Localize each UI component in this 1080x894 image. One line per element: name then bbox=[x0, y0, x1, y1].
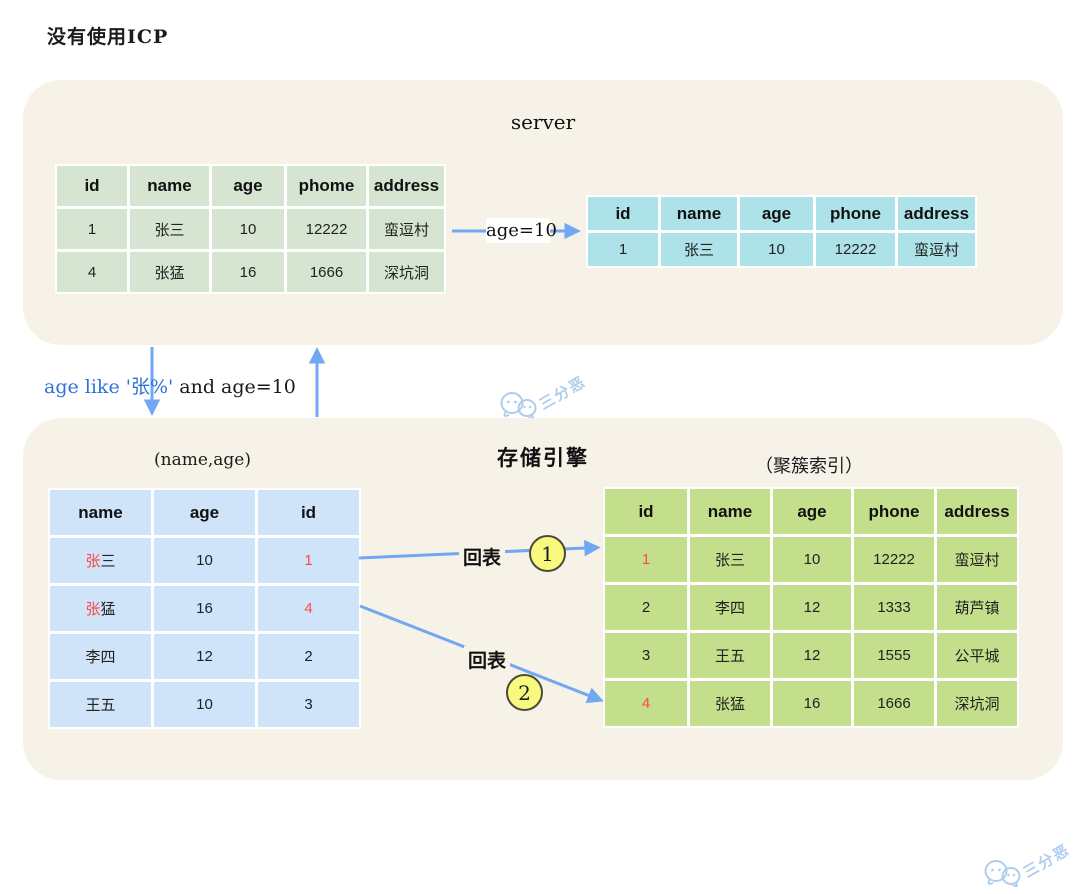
table-cell: 深坑洞 bbox=[369, 252, 444, 292]
table-cell: 葫芦镇 bbox=[937, 585, 1017, 630]
table-cell: 1 bbox=[57, 209, 127, 249]
table-cell: 张三 bbox=[690, 537, 770, 582]
column-header: name bbox=[130, 166, 209, 206]
table-cell: 公平城 bbox=[937, 633, 1017, 678]
table-cell: 张猛 bbox=[50, 586, 151, 631]
wechat-icon bbox=[984, 860, 1021, 888]
clustered-table-caption: （聚簇索引） bbox=[755, 456, 863, 477]
column-header: address bbox=[898, 197, 975, 230]
column-header: phone bbox=[816, 197, 895, 230]
table-cell: 10 bbox=[773, 537, 851, 582]
table-cell: 12 bbox=[773, 633, 851, 678]
table-cell: 王五 bbox=[50, 682, 151, 727]
index-table-caption: (name,age) bbox=[153, 450, 251, 470]
back-to-table-label-1: 回表 bbox=[459, 543, 506, 570]
table-cell: 12 bbox=[154, 634, 255, 679]
table-cell: 1 bbox=[588, 233, 658, 266]
table-cell: 12222 bbox=[287, 209, 366, 249]
table-cell: 16 bbox=[773, 681, 851, 726]
table-cell: 12 bbox=[773, 585, 851, 630]
table-cell: 16 bbox=[154, 586, 255, 631]
table-cell: 蛮逗村 bbox=[369, 209, 444, 249]
table-cell: 10 bbox=[154, 538, 255, 583]
table-cell: 1333 bbox=[854, 585, 934, 630]
table-cell: 16 bbox=[212, 252, 284, 292]
table-cell: 蛮逗村 bbox=[898, 233, 975, 266]
table-cell: 张猛 bbox=[690, 681, 770, 726]
table-cell: 12222 bbox=[816, 233, 895, 266]
step-badge-1: 1 bbox=[529, 535, 566, 572]
table-cell: 张三 bbox=[130, 209, 209, 249]
server-panel-label: server bbox=[510, 110, 576, 134]
table-cell: 2 bbox=[258, 634, 359, 679]
column-header: age bbox=[773, 489, 851, 534]
column-header: name bbox=[690, 489, 770, 534]
column-header: id bbox=[57, 166, 127, 206]
watermark: 三分恶 bbox=[983, 841, 1080, 894]
table-cell: 王五 bbox=[690, 633, 770, 678]
table-cell: 1666 bbox=[854, 681, 934, 726]
column-header: age bbox=[154, 490, 255, 535]
table-cell: 李四 bbox=[690, 585, 770, 630]
column-header: id bbox=[605, 489, 687, 534]
storage-engine-label: 存储引擎 bbox=[497, 445, 589, 470]
table-cell: 张三 bbox=[661, 233, 737, 266]
column-header: id bbox=[588, 197, 658, 230]
table-cell: 3 bbox=[258, 682, 359, 727]
column-header: age bbox=[740, 197, 813, 230]
table-cell: 1555 bbox=[854, 633, 934, 678]
watermark-text: 三分恶 bbox=[536, 373, 590, 414]
table-cell: 深坑洞 bbox=[937, 681, 1017, 726]
table-cell: 10 bbox=[740, 233, 813, 266]
table-cell: 蛮逗村 bbox=[937, 537, 1017, 582]
table-cell: 1 bbox=[605, 537, 687, 582]
query-index-part: age like '张%' bbox=[44, 376, 180, 398]
table-cell: 10 bbox=[154, 682, 255, 727]
column-header: address bbox=[937, 489, 1017, 534]
watermark-text: 三分恶 bbox=[1020, 841, 1074, 882]
filter-arrow-label: age=10 bbox=[486, 218, 557, 243]
column-header: address bbox=[369, 166, 444, 206]
column-header: name bbox=[661, 197, 737, 230]
column-header: phome bbox=[287, 166, 366, 206]
step-badge-2: 2 bbox=[506, 674, 543, 711]
table-cell: 1666 bbox=[287, 252, 366, 292]
column-header: age bbox=[212, 166, 284, 206]
page-title: 没有使用ICP bbox=[47, 26, 169, 48]
table-cell: 4 bbox=[605, 681, 687, 726]
table-cell: 10 bbox=[212, 209, 284, 249]
table-cell: 李四 bbox=[50, 634, 151, 679]
query-filter-part: and age=10 bbox=[179, 376, 296, 398]
table-cell: 3 bbox=[605, 633, 687, 678]
table-cell: 12222 bbox=[854, 537, 934, 582]
column-header: phone bbox=[854, 489, 934, 534]
column-header: id bbox=[258, 490, 359, 535]
back-to-table-label-2: 回表 bbox=[464, 646, 511, 673]
query-condition-text: age like '张%' and age=10 bbox=[44, 372, 296, 399]
table-cell: 2 bbox=[605, 585, 687, 630]
table-cell: 张猛 bbox=[130, 252, 209, 292]
table-cell: 4 bbox=[258, 586, 359, 631]
table-cell: 1 bbox=[258, 538, 359, 583]
table-cell: 4 bbox=[57, 252, 127, 292]
table-cell: 张三 bbox=[50, 538, 151, 583]
column-header: name bbox=[50, 490, 151, 535]
